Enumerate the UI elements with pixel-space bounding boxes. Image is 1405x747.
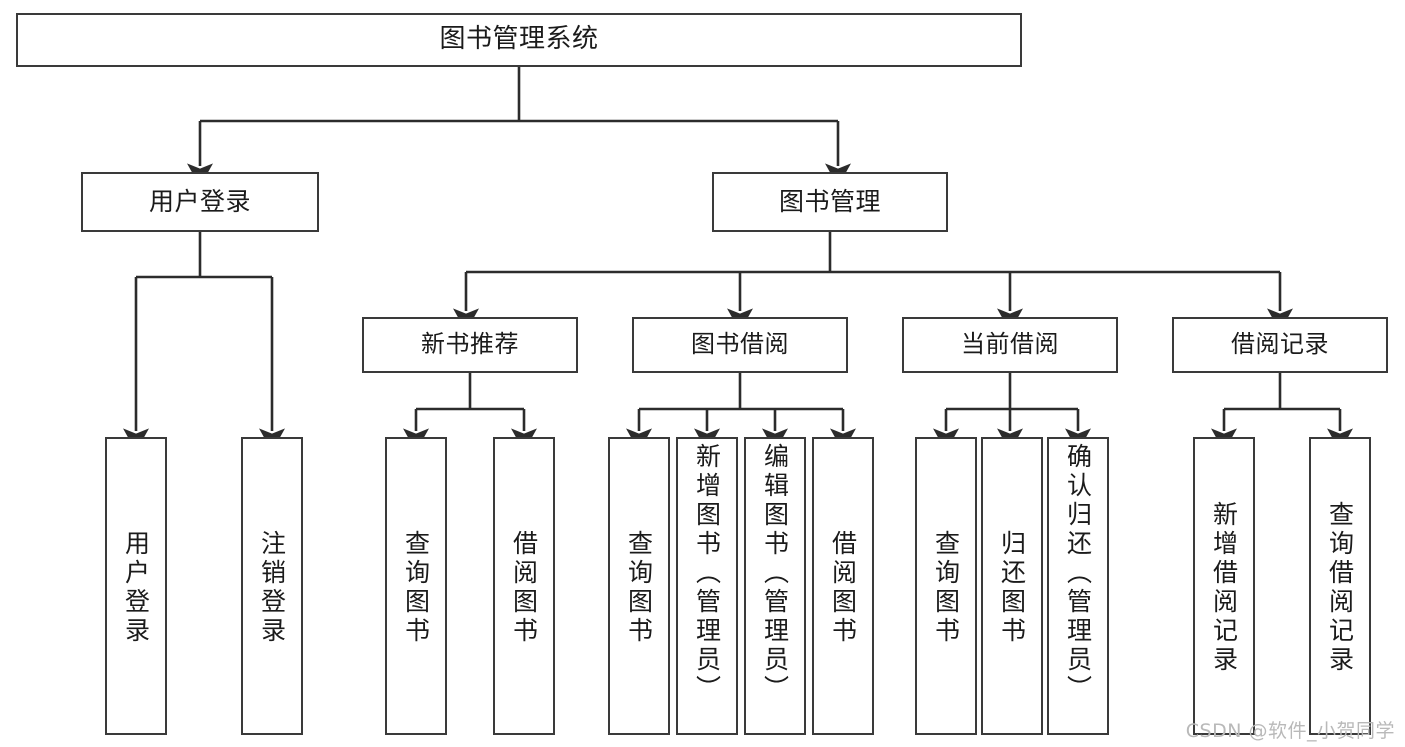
node-label: 编辑图书（管理员） — [760, 443, 790, 704]
node-label: 查询借阅记录 — [1325, 501, 1355, 675]
node-label: 查询图书 — [624, 530, 654, 646]
node-label: 借阅记录 — [1231, 330, 1329, 359]
node-label: 查询图书 — [401, 530, 431, 646]
leaf-add-book-admin[interactable]: 新增图书（管理员） — [676, 437, 738, 735]
leaf-borrow-book-recommend[interactable]: 借阅图书 — [493, 437, 555, 735]
node-user-login[interactable]: 用户登录 — [81, 172, 319, 232]
node-label: 用户登录 — [121, 530, 151, 646]
node-label: 确认归还（管理员） — [1063, 443, 1093, 704]
node-label: 借阅图书 — [828, 530, 858, 646]
node-new-book-recommend[interactable]: 新书推荐 — [362, 317, 578, 373]
leaf-borrow-book[interactable]: 借阅图书 — [812, 437, 874, 735]
leaf-query-book-recommend[interactable]: 查询图书 — [385, 437, 447, 735]
leaf-logout[interactable]: 注销登录 — [241, 437, 303, 735]
node-label: 新增借阅记录 — [1209, 501, 1239, 675]
leaf-user-login[interactable]: 用户登录 — [105, 437, 167, 735]
node-label: 新增图书（管理员） — [692, 443, 722, 704]
node-label: 查询图书 — [931, 530, 961, 646]
leaf-query-borrow-record[interactable]: 查询借阅记录 — [1309, 437, 1371, 735]
leaf-add-borrow-record[interactable]: 新增借阅记录 — [1193, 437, 1255, 735]
node-current-borrow[interactable]: 当前借阅 — [902, 317, 1118, 373]
leaf-confirm-return-admin[interactable]: 确认归还（管理员） — [1047, 437, 1109, 735]
node-book-management[interactable]: 图书管理 — [712, 172, 948, 232]
leaf-query-book[interactable]: 查询图书 — [608, 437, 670, 735]
node-label: 当前借阅 — [961, 330, 1059, 359]
node-borrow-record[interactable]: 借阅记录 — [1172, 317, 1388, 373]
node-label: 用户登录 — [148, 186, 251, 216]
node-root-system[interactable]: 图书管理系统 — [16, 13, 1022, 67]
leaf-query-book-current[interactable]: 查询图书 — [915, 437, 977, 735]
node-label: 图书管理系统 — [439, 24, 599, 55]
node-label: 注销登录 — [257, 530, 287, 646]
node-label: 新书推荐 — [421, 330, 519, 359]
leaf-edit-book-admin[interactable]: 编辑图书（管理员） — [744, 437, 806, 735]
node-label: 图书借阅 — [691, 330, 789, 359]
leaf-return-book[interactable]: 归还图书 — [981, 437, 1043, 735]
node-label: 归还图书 — [997, 530, 1027, 646]
node-book-borrow[interactable]: 图书借阅 — [632, 317, 848, 373]
node-label: 图书管理 — [778, 186, 881, 216]
watermark-text: CSDN @软件_小贺同学 — [1185, 720, 1395, 742]
node-label: 借阅图书 — [509, 530, 539, 646]
